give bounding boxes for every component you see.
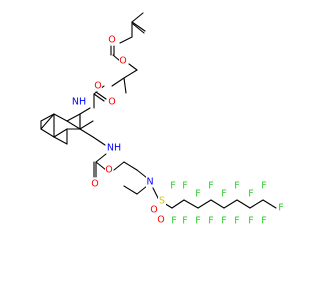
- carbamate-carbonyl-oxygen-label: O: [108, 97, 115, 108]
- atom-labels: O O O O NH NH O O N S O O F F F F F F F …: [72, 34, 285, 227]
- carbamate-nh-label: NH: [72, 97, 86, 108]
- carbamate-nh-label-2: NH: [107, 143, 121, 154]
- fluorine-label: F: [261, 216, 266, 227]
- fluorine-label: F: [221, 216, 226, 227]
- atom-label-background: [260, 180, 268, 192]
- atom-label-background: [94, 80, 102, 92]
- atom-label-background: [233, 215, 241, 227]
- atom-label-background: [170, 215, 178, 227]
- fluorine-label: F: [170, 181, 175, 192]
- atom-label-background: [107, 142, 121, 154]
- carbamate-carbonyl-oxygen-label-2: O: [91, 179, 98, 190]
- fluorine-label: F: [171, 216, 176, 227]
- atom-label-background: [157, 214, 165, 226]
- fluorine-label: F: [195, 189, 200, 200]
- fluorine-label: F: [234, 181, 239, 192]
- atom-label-background: [260, 215, 268, 227]
- atom-label-background: [146, 176, 154, 188]
- fluorine-label: F: [234, 216, 239, 227]
- atom-label-background: [233, 180, 241, 192]
- fluorine-label: F: [182, 216, 187, 227]
- fluorine-label: F: [248, 216, 253, 227]
- atom-label-background: [194, 215, 202, 227]
- fluorine-label: F: [208, 216, 213, 227]
- atom-label-background: [181, 215, 189, 227]
- atom-label-background: [158, 195, 166, 207]
- atom-label-background: [194, 188, 202, 200]
- fluorine-label: F: [278, 203, 283, 214]
- fluorine-label: F: [195, 216, 200, 227]
- atom-label-background: [150, 204, 158, 216]
- molecule-structure: O O O O NH NH O O N S O O F F F F F F F …: [40, 12, 285, 227]
- atom-label-background: [108, 34, 116, 46]
- sulfonyl-oxygen-label-upper: O: [150, 205, 157, 216]
- atom-label-background: [108, 96, 116, 108]
- fluorine-label: F: [221, 189, 226, 200]
- fluorine-label: F: [261, 181, 266, 192]
- atom-label-background: [207, 215, 215, 227]
- sulfonamide-nitrogen-label: N: [146, 177, 153, 188]
- atom-label-background: [247, 188, 255, 200]
- sulfonyl-sulfur-label: S: [159, 196, 165, 207]
- sulfonyl-oxygen-label-lower: O: [157, 215, 164, 226]
- atom-label-background: [277, 202, 285, 214]
- atom-label-background: [220, 188, 228, 200]
- atom-label-background: [105, 164, 113, 176]
- atom-label-background: [181, 180, 189, 192]
- carbamate-oxygen-label: O: [94, 81, 101, 92]
- atom-label-background: [72, 96, 86, 108]
- fluorine-label: F: [208, 181, 213, 192]
- fluorine-label: F: [182, 181, 187, 192]
- atom-label-background: [207, 180, 215, 192]
- carbamate-oxygen-label-2: O: [105, 165, 112, 176]
- atom-label-background: [119, 55, 127, 67]
- structure-canvas: O O O O NH NH O O N S O O F F F F F F F …: [40, 12, 285, 227]
- bond-lines: [40, 12, 277, 209]
- atom-label-background: [220, 215, 228, 227]
- atom-label-background: [169, 180, 177, 192]
- atom-label-background: [91, 178, 99, 190]
- ester-carbonyl-oxygen-label: O: [108, 35, 115, 46]
- atom-label-background: [247, 215, 255, 227]
- fluorine-label: F: [248, 189, 253, 200]
- ester-oxygen-label: O: [119, 56, 126, 67]
